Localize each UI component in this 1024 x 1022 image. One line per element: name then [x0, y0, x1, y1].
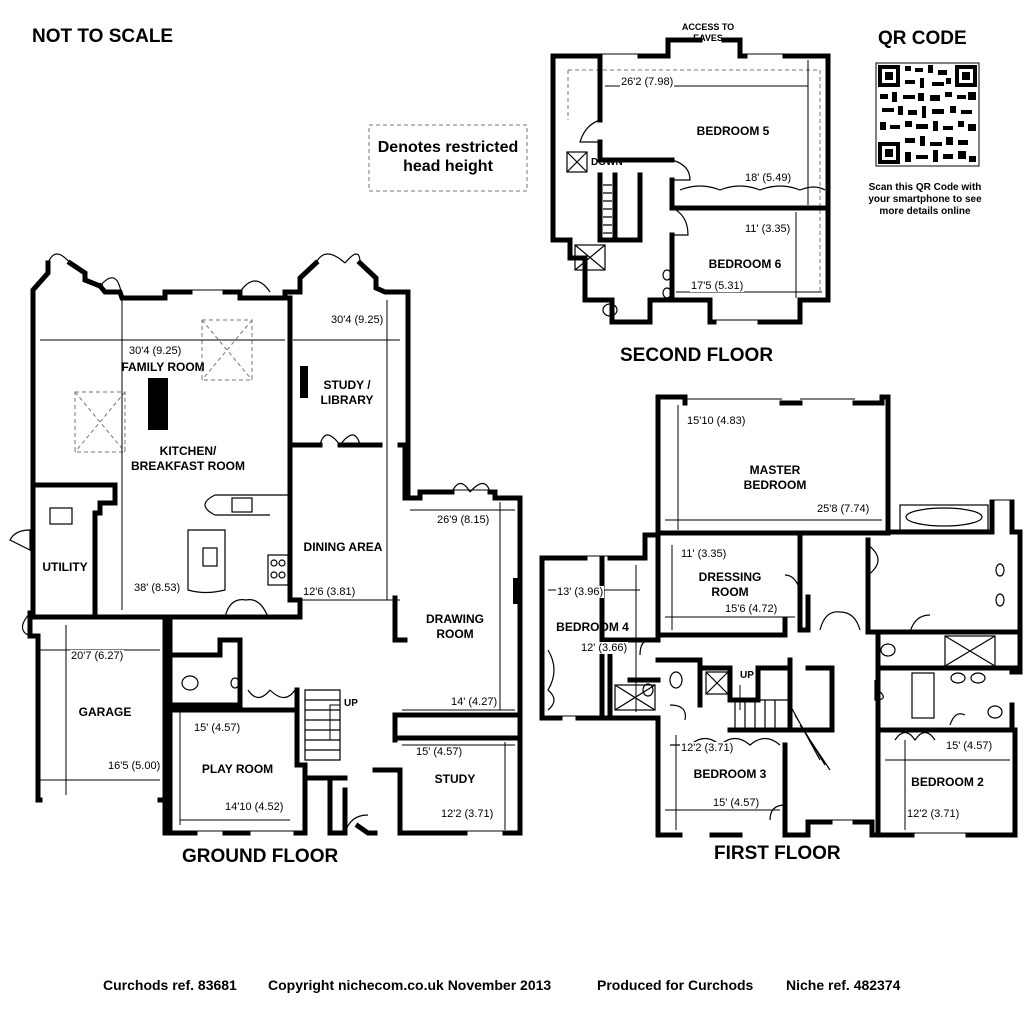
- dim-master-height: 15'10 (4.83): [686, 415, 747, 427]
- room-bedroom-5: BEDROOM 5: [696, 124, 770, 138]
- room-drawing-room: DRAWING ROOM: [426, 612, 484, 641]
- dim-master-width: 25'8 (7.74): [816, 503, 871, 515]
- room-kitchen-breakfast: KITCHEN/ BREAKFAST ROOM: [131, 444, 245, 473]
- footer-curchods-ref: Curchods ref. 83681: [103, 977, 237, 993]
- not-to-scale-label: NOT TO SCALE: [32, 26, 174, 47]
- footer-copyright: Copyright nichecom.co.uk November 2013: [268, 977, 552, 993]
- dim-library-width: 30'4 (9.25): [330, 314, 385, 326]
- dim-dressing-width: 15'6 (4.72): [724, 603, 779, 615]
- dim-family-width: 30'4 (9.25): [128, 345, 183, 357]
- dim-bedroom3-height: 12'2 (3.71): [680, 742, 735, 754]
- second-floor-plan: [550, 37, 831, 325]
- dim-study-width: 12'2 (3.71): [440, 808, 495, 820]
- room-family-room: FAMILY ROOM: [121, 360, 205, 374]
- dim-bedroom4-width: 12' (3.66): [580, 642, 629, 654]
- dim-bedroom6-width: 17'5 (5.31): [690, 280, 745, 292]
- dim-bedroom5-width: 26'2 (7.98): [620, 76, 675, 88]
- room-master-bedroom: MASTER BEDROOM: [743, 463, 807, 492]
- first-floor-plan: [539, 394, 1023, 838]
- dim-bedroom2-height: 15' (4.57): [945, 740, 994, 752]
- room-bedroom-2: BEDROOM 2: [911, 775, 984, 789]
- ground-floor-plan: [9, 253, 523, 836]
- dim-garage-height: 20'7 (6.27): [70, 650, 125, 662]
- room-play-room: PLAY ROOM: [201, 762, 274, 776]
- dim-bedroom2-width: 12'2 (3.71): [906, 808, 961, 820]
- dim-study-height: 15' (4.57): [415, 746, 464, 758]
- room-utility: UTILITY: [42, 560, 88, 574]
- dim-kitchen-length: 38' (8.53): [133, 582, 182, 594]
- qr-code-image: [875, 62, 980, 167]
- dim-garage-width: 16'5 (5.00): [107, 760, 162, 772]
- access-to-eaves-label: ACCESS TO EAVES: [681, 22, 735, 43]
- dim-bedroom4-height: 13' (3.96): [556, 586, 605, 598]
- dim-dressing-height: 11' (3.35): [680, 548, 728, 560]
- room-study: STUDY: [434, 772, 476, 786]
- dim-dining-width: 12'6 (3.81): [302, 586, 357, 598]
- footer-niche-ref: Niche ref. 482374: [786, 977, 901, 993]
- ground-stairs-up-label: UP: [344, 698, 358, 709]
- restricted-head-height-legend-box: [368, 124, 528, 192]
- dim-drawing-length: 14' (4.27): [450, 696, 499, 708]
- dim-bedroom3-width: 15' (4.57): [712, 797, 761, 809]
- first-floor-title: FIRST FLOOR: [714, 843, 841, 864]
- second-stairs-down-label: DOWN: [591, 157, 623, 168]
- room-study-library: STUDY / LIBRARY: [320, 378, 374, 407]
- room-garage: GARAGE: [78, 705, 132, 719]
- dim-play-width: 14'10 (4.52): [224, 801, 285, 813]
- second-floor-title: SECOND FLOOR: [620, 345, 774, 366]
- room-dressing-room: DRESSING ROOM: [698, 570, 762, 599]
- room-bedroom-4: BEDROOM 4: [556, 620, 629, 634]
- qr-code-caption: Scan this QR Code with your smartphone t…: [868, 182, 982, 217]
- room-bedroom-3: BEDROOM 3: [693, 767, 767, 781]
- restricted-head-height-legend-text: Denotes restricted head height: [377, 139, 519, 175]
- dim-play-height: 15' (4.57): [193, 722, 242, 734]
- ground-floor-title: GROUND FLOOR: [182, 846, 339, 867]
- room-bedroom-6: BEDROOM 6: [708, 257, 782, 271]
- footer-produced-for: Produced for Curchods: [597, 977, 754, 993]
- dim-bedroom6-height: 11' (3.35): [744, 223, 792, 235]
- dim-drawing-width: 26'9 (8.15): [436, 514, 491, 526]
- dim-bedroom5-height: 18' (5.49): [744, 172, 793, 184]
- first-stairs-up-label: UP: [740, 670, 754, 681]
- qr-code-title: QR CODE: [878, 28, 967, 49]
- room-dining-area: DINING AREA: [303, 540, 383, 554]
